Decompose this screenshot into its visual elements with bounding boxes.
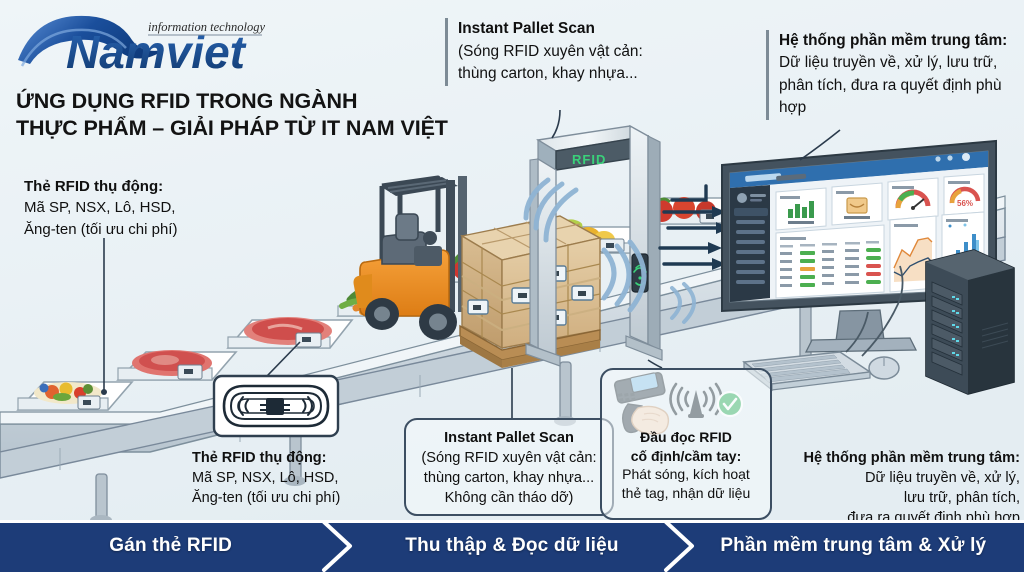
leader-line-pallet-top xyxy=(551,109,561,139)
rf-waves-right xyxy=(670,282,696,324)
rf-waves-top xyxy=(523,177,579,243)
leader-line-software-top xyxy=(799,129,841,161)
callout-software-bottom: Hệ thống phần mềm trung tâm: Dữ liệu tru… xyxy=(776,448,1020,529)
callout-pallet-scan-top-line1: (Sóng RFID xuyên vật cản: xyxy=(458,42,643,60)
callout-software-bottom-title: Hệ thống phần mềm trung tâm: xyxy=(803,450,1020,466)
rfid-gantry-portal: RFID xyxy=(523,124,696,367)
logo-tagline: information technology xyxy=(148,20,265,34)
callout-rfid-tag-bottom-line2: Ăng-ten (tối ưu chi phí) xyxy=(192,490,341,506)
process-banner: Gán thẻ RFID Thu thập & Đọc dữ liệu Phần… xyxy=(0,520,1024,572)
food-tray-2 xyxy=(116,350,238,381)
callout-pallet-scan-bottom-line1: (Sóng RFID xuyên vật cản: xyxy=(421,450,597,467)
process-step-3-label: Phần mềm trung tâm & Xử lý xyxy=(720,535,987,556)
logo-swoosh xyxy=(18,15,164,64)
callout-reader-box xyxy=(600,368,772,520)
callout-software-top-title: Hệ thống phần mềm trung tâm: xyxy=(779,32,1008,49)
callout-pallet-scan-top-title: Instant Pallet Scan xyxy=(458,20,595,37)
gantry-rfid-label: RFID xyxy=(572,152,606,167)
dashboard-lower-panels xyxy=(775,211,985,299)
callout-pallet-scan-bottom-line2: thùng carton, khay nhựa... xyxy=(423,470,595,487)
dashboard-kpi-cards: 56% xyxy=(775,173,985,231)
process-step-2: Thu thập & Đọc dữ liệu xyxy=(341,520,682,572)
callout-rfid-tag-top-line2: Ăng-ten (tối ưu chi phí) xyxy=(24,220,178,238)
callout-reader-line2: thẻ tag, nhận dữ liệu xyxy=(621,484,751,501)
callout-reader: Đầu đọc RFID cố định/cầm tay: Phát sóng,… xyxy=(604,428,768,502)
callout-rfid-tag-bottom-line1: Mã SP, NSX, Lô, HSD, xyxy=(192,470,339,486)
process-step-3: Phần mềm trung tâm & Xử lý xyxy=(683,520,1024,572)
leader-line-reader xyxy=(647,359,663,369)
callout-pallet-scan-top-line2: thùng carton, khay nhựa... xyxy=(458,65,638,83)
callout-rfid-tag-top-title: Thẻ RFID thụ động: xyxy=(24,178,164,195)
callout-pallet-scan-bottom-line3: Không cần tháo dỡ) xyxy=(444,490,574,507)
callout-software-top-line3: hợp xyxy=(779,99,807,117)
callout-pallet-scan-top: Instant Pallet Scan (Sóng RFID xuyên vật… xyxy=(445,18,670,86)
callout-software-top-line2: phân tích, đưa ra quyết định phù xyxy=(779,76,1002,94)
callout-pallet-scan-bottom-box xyxy=(404,418,614,516)
page-title-line1: ỨNG DỤNG RFID TRONG NGÀNH xyxy=(16,89,358,113)
page-title-line2: THỰC PHẨM – GIẢI PHÁP TỪ IT NAM VIỆT xyxy=(16,116,448,141)
callout-software-bottom-line1: Dữ liệu truyền về, xử lý, xyxy=(865,470,1020,487)
callout-pallet-scan-bottom: Instant Pallet Scan (Sóng RFID xuyên vật… xyxy=(414,428,604,509)
keyboard-cable xyxy=(845,311,869,353)
callout-reader-title-line1: Đầu đọc RFID xyxy=(640,429,732,445)
callout-reader-line1: Phát sóng, kích hoạt xyxy=(622,466,750,483)
food-tray-3 xyxy=(226,317,354,349)
page-title: ỨNG DỤNG RFID TRONG NGÀNH THỰC PHẨM – GI… xyxy=(16,88,486,142)
rf-waves-mid xyxy=(601,239,647,313)
process-step-1-label: Gán thẻ RFID xyxy=(109,535,233,556)
process-step-1: Gán thẻ RFID xyxy=(0,520,341,572)
data-flow-arrows xyxy=(658,184,718,266)
process-step-2-label: Thu thập & Đọc dữ liệu xyxy=(405,535,619,556)
mouse-cable xyxy=(861,265,904,357)
callout-rfid-tag-bottom-title: Thẻ RFID thụ động: xyxy=(192,450,327,466)
callout-software-bottom-line2: lưu trữ, phân tích, xyxy=(903,490,1020,507)
callout-rfid-tag-bottom: Thẻ RFID thụ động: Mã SP, NSX, Lô, HSD, … xyxy=(192,448,367,508)
callout-reader-title-line2: cố định/cầm tay: xyxy=(630,447,742,464)
callout-pallet-scan-bottom-title: Instant Pallet Scan xyxy=(444,430,574,446)
callout-rfid-tag-top-line1: Mã SP, NSX, Lô, HSD, xyxy=(24,199,176,217)
company-logo: Namviet information technology xyxy=(14,4,270,82)
svg-text:56%: 56% xyxy=(957,199,973,208)
server-tower xyxy=(925,249,1015,395)
callout-rfid-tag-top: Thẻ RFID thụ động: Mã SP, NSX, Lô, HSD, … xyxy=(24,176,239,240)
callout-software-top: Hệ thống phần mềm trung tâm: Dữ liệu tru… xyxy=(766,30,1018,120)
callout-software-top-line1: Dữ liệu truyền về, xử lý, lưu trữ, xyxy=(779,54,998,72)
mouse xyxy=(868,356,900,380)
rfid-tag-closeup xyxy=(212,374,340,438)
